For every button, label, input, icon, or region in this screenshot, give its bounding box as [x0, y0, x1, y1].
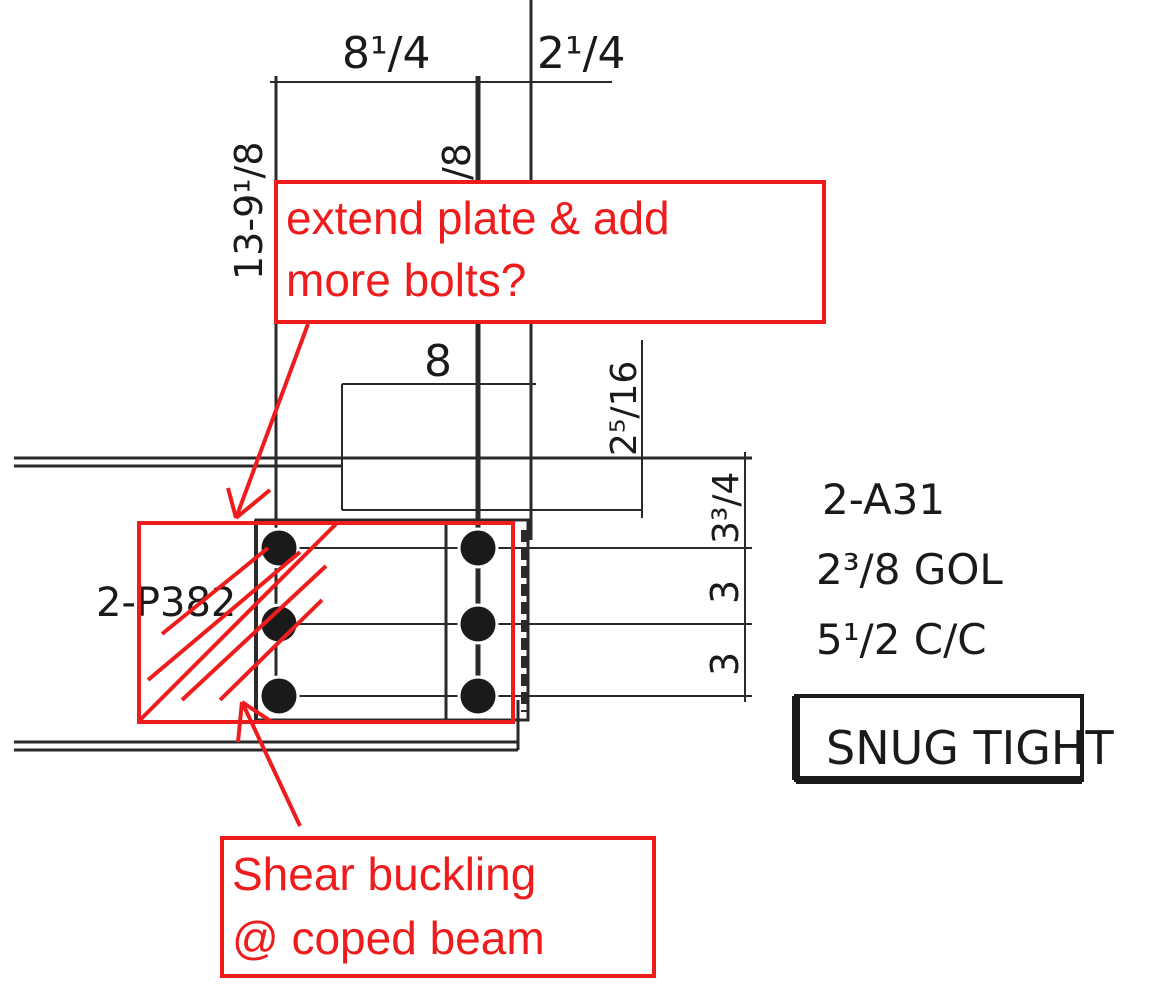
bottom-note-arrow — [236, 700, 302, 827]
bolt — [457, 675, 499, 717]
bolt — [457, 527, 499, 569]
snug-tight-label: SNUG TIGHT — [826, 721, 1114, 775]
dim-partial-8: /8 — [435, 143, 479, 180]
hatch-lines — [137, 522, 338, 723]
top-note-line-2: more bolts? — [286, 254, 526, 306]
highlight-box — [137, 521, 515, 724]
bolt-spec-line: 5¹/2 C/C — [816, 615, 987, 664]
bolt-spec-line: 2³/8 GOL — [816, 545, 1003, 594]
bolt-spec: 2-A31 2³/8 GOL 5¹/2 C/C — [816, 475, 1003, 664]
dim-3-a: 3 — [703, 580, 747, 604]
bolt — [258, 675, 300, 717]
dim-3-3-4: 3³/4 — [706, 472, 747, 544]
dim-3-b: 3 — [703, 652, 747, 676]
bolt-group — [258, 527, 499, 717]
dim-2-5-16: 2⁵/16 — [604, 361, 645, 456]
dim-8: 8 — [424, 336, 452, 387]
member-label: 2-P382 — [96, 580, 236, 626]
snug-tight-box: SNUG TIGHT — [792, 694, 1114, 784]
dim-8-1-4: 8¹/4 — [342, 28, 430, 79]
bottom-note-line-2: @ coped beam — [232, 912, 545, 964]
markup-layer — [137, 180, 826, 978]
top-note-line-1: extend plate & add — [286, 192, 670, 244]
dim-13-9-1-8: 13-9¹/8 — [227, 142, 271, 280]
top-note-box — [274, 180, 826, 324]
bolt — [457, 603, 499, 645]
bottom-note-box — [220, 836, 656, 978]
bolt-spec-line: 2-A31 — [822, 475, 945, 524]
bolt — [258, 527, 300, 569]
top-note-arrow — [226, 323, 310, 520]
dim-2-1-4: 2¹/4 — [537, 28, 625, 79]
bottom-note-line-1: Shear buckling — [232, 848, 536, 900]
